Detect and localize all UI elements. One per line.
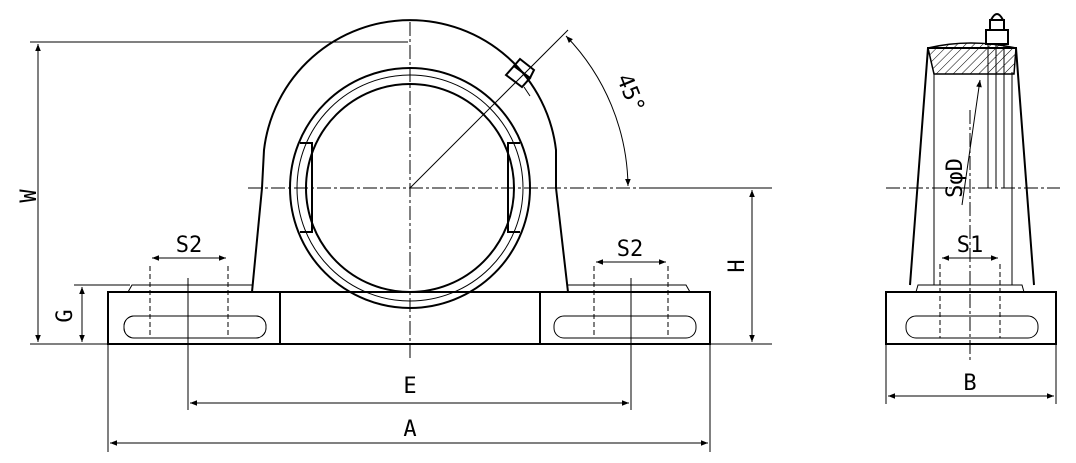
angle-line <box>409 29 569 189</box>
g-label: G <box>53 309 78 322</box>
side-section-hatch <box>927 42 1017 75</box>
side-slot <box>905 315 1039 339</box>
side-base <box>885 291 1057 345</box>
angle-label: 45° <box>611 70 649 116</box>
foot-right-top <box>568 284 691 293</box>
housing-body <box>251 19 569 293</box>
slot-left-outer <box>123 315 267 339</box>
h-label: H <box>725 259 750 272</box>
slot-right-outer <box>553 315 697 339</box>
w-label: W <box>17 189 42 203</box>
e-label: E <box>403 374 416 399</box>
grease-nipple-side <box>985 13 1009 188</box>
s2-left-label: S2 <box>176 233 203 258</box>
side-view: SφD S1 B <box>885 13 1060 404</box>
b-label: B <box>963 371 976 396</box>
front-view: W G S2 S2 H E A 45° <box>17 19 772 452</box>
sd-leader <box>961 79 982 206</box>
a-label: A <box>403 417 416 442</box>
s1-label: S1 <box>957 233 984 258</box>
s2-right-label: S2 <box>617 237 644 262</box>
sd-label: SφD <box>943 158 968 198</box>
base-block <box>107 291 711 345</box>
angle-arc <box>565 35 631 187</box>
foot-left-top <box>127 284 252 293</box>
slot-left-inner <box>123 315 267 339</box>
